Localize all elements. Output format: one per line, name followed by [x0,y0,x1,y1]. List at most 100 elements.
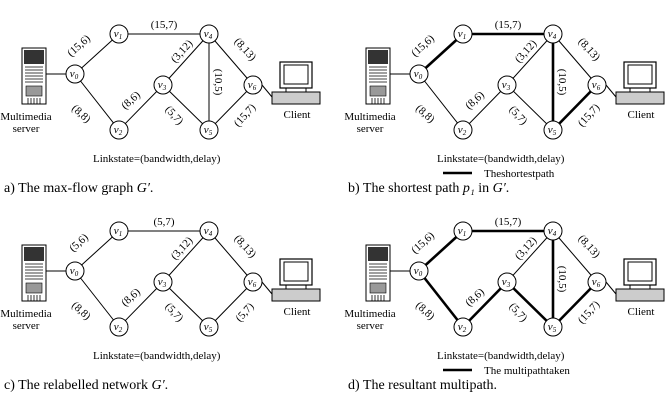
server-icon [21,244,47,302]
edge-v0-v2 [74,73,120,131]
panel-a: (15,6)(15,7)(8,8)(8,6)(3,12)(10,5)(5,7)(… [0,19,321,165]
linkstate-note: Linkstate=(bandwidth,delay) [93,350,221,362]
edge-v4-v6 [552,33,598,86]
edge-label-v1-v4: (5,7) [153,216,174,228]
linkstate-note: Linkstate=(bandwidth,delay) [437,350,565,362]
edge-v0-v1 [418,230,464,272]
edge-v2-v3 [118,84,164,131]
caption-a-end: . [149,181,154,196]
node-v2 [109,317,129,337]
caption-b-math2: G′ [492,181,506,196]
edge-v5-v6 [208,84,254,131]
node-v4 [543,221,563,241]
node-v1 [453,221,473,241]
server-label-line2: server [13,123,40,135]
node-v1 [453,24,473,44]
node-label-v5: v5 [204,124,213,137]
panel-b: (15,6)(15,7)(8,8)(8,6)(3,12)(10,5)(5,7)(… [344,19,665,180]
node-label-v3: v3 [158,276,167,289]
caption-b-math: p₁ [462,181,475,196]
edge-label-v4-v6: (8,13) [232,36,259,64]
node-v3 [497,272,517,292]
server-icon [365,244,391,302]
server-label-line2: server [13,320,40,332]
edge-v3-v5 [162,281,210,328]
node-label-v2: v2 [458,124,467,137]
node-v5 [199,317,219,337]
edge-label-v0-v1: (15,6) [409,229,437,256]
edge-v0-v1 [74,33,120,75]
edge-v2-v3 [462,84,508,131]
node-label-v4: v4 [548,28,557,41]
edge-v2-v3 [462,281,508,328]
node-label-v0: v0 [70,68,79,81]
node-v4 [199,221,219,241]
legend-text: Theshortestpath [484,168,555,180]
node-v5 [543,120,563,140]
node-label-v4: v4 [548,225,557,238]
node-label-v4: v4 [204,225,213,238]
client-computer-icon [615,258,665,302]
edge-v4-v6 [552,230,598,283]
node-label-v1: v1 [114,225,122,238]
node-v2 [109,120,129,140]
edge-label-v0-v2: (8,8) [413,299,437,322]
caption-c-math: G′ [151,378,165,393]
client-label: Client [628,306,655,318]
client-label: Client [284,306,311,318]
edge-v3-v4 [506,230,554,283]
client-label: Client [284,109,311,121]
edge-label-v0-v2: (8,8) [413,102,437,125]
edge-v3-v4 [162,230,210,283]
node-v3 [153,272,173,292]
edge-label-v3-v5: (5,7) [506,104,529,128]
caption-b-end: . [505,181,510,196]
edge-label-v1-v4: (15,7) [495,216,522,228]
edge-label-v4-v5: (10,5) [556,69,568,96]
edge-v3-v4 [506,33,554,86]
caption-c: c) The relabelled network G′. [4,378,168,394]
server-icon [365,47,391,105]
edge-v0-v1 [418,33,464,75]
caption-d: d) The resultant multipath. [348,378,497,394]
linkstate-note: Linkstate=(bandwidth,delay) [93,153,221,165]
node-label-v2: v2 [114,124,123,137]
node-label-v0: v0 [414,68,423,81]
node-v3 [497,75,517,95]
node-v2 [453,317,473,337]
server-icon [21,47,47,105]
edge-v2-v3 [118,281,164,328]
node-v2 [453,120,473,140]
node-v1 [109,221,129,241]
edge-label-v3-v4: (3,12) [513,37,540,65]
edge-label-v0-v1: (15,6) [409,32,437,59]
node-label-v1: v1 [458,28,466,41]
edge-label-v5-v6: (15,7) [576,101,603,129]
edge-label-v4-v5: (10,5) [556,266,568,293]
client-computer-icon [615,61,665,105]
edge-label-v4-v6: (8,13) [576,233,603,261]
node-v5 [543,317,563,337]
linkstate-note: Linkstate=(bandwidth,delay) [437,153,565,165]
server-label-line1: Multimedia [0,111,51,123]
edge-v0-v2 [74,270,120,328]
edge-label-v4-v6: (8,13) [232,233,259,261]
caption-d-text: d) The resultant multipath. [348,378,498,393]
node-label-v0: v0 [70,265,79,278]
legend-text: The multipathtaken [484,365,570,377]
server-label-line1: Multimedia [344,111,395,123]
node-label-v5: v5 [204,321,213,334]
node-label-v3: v3 [502,79,511,92]
edge-v0-v1 [74,230,120,272]
node-label-v2: v2 [458,321,467,334]
node-label-v6: v6 [248,79,257,92]
edge-v3-v5 [162,84,210,131]
caption-a-text: a) The max-flow graph [4,181,137,196]
client-computer-icon [271,258,321,302]
edge-v5-v6 [208,281,254,328]
server-label-line1: Multimedia [0,308,51,320]
edge-label-v3-v4: (3,12) [513,234,540,262]
node-label-v6: v6 [248,276,257,289]
edge-label-v0-v2: (8,8) [69,102,93,125]
